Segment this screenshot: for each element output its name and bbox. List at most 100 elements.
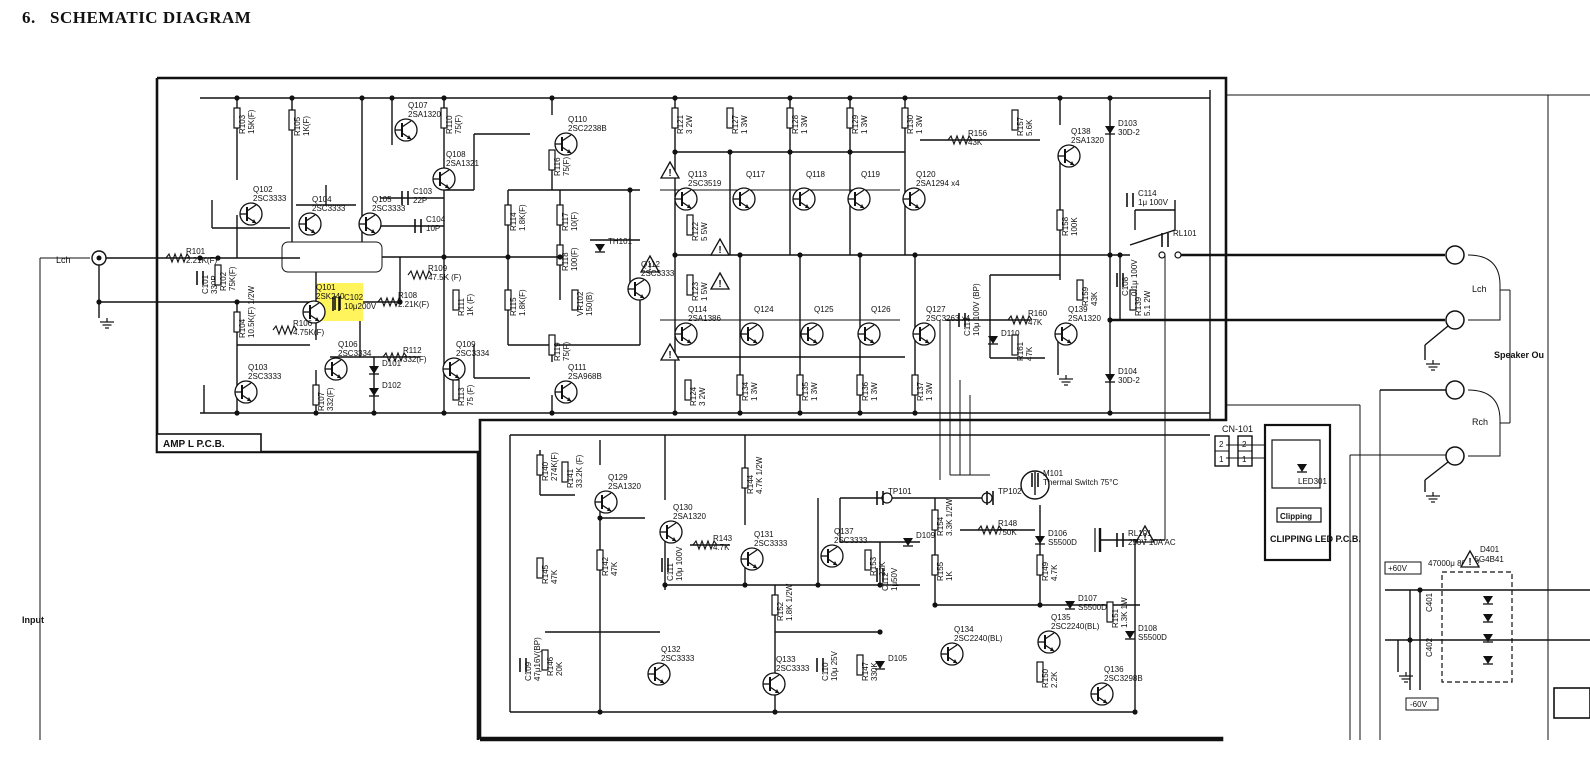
junction-dot bbox=[1107, 252, 1113, 258]
component-label: R11975(F) bbox=[553, 342, 571, 361]
component-ref: R145 bbox=[541, 564, 550, 584]
component-ref: C102 bbox=[344, 293, 364, 302]
component-label: R1575.6K bbox=[1016, 116, 1034, 136]
component-value: 2.2K bbox=[1050, 671, 1059, 688]
component-r137: R1371 3W bbox=[911, 374, 934, 401]
component-value: 3.3K 1/2W bbox=[945, 498, 954, 536]
component-label: R15943K bbox=[1081, 286, 1099, 306]
component-value: 100(F) bbox=[570, 247, 579, 271]
c401-label: C401 bbox=[1425, 592, 1434, 612]
junction-dot bbox=[737, 410, 743, 416]
component-ref: Q113 bbox=[688, 170, 708, 179]
component-ref: C108 bbox=[1121, 276, 1130, 296]
component-value: 22P bbox=[413, 196, 427, 205]
section-number: 6. bbox=[22, 8, 36, 27]
junction-dot bbox=[662, 582, 668, 588]
component-vr102: VR102150(B) bbox=[571, 289, 594, 316]
component-ref: R159 bbox=[1081, 286, 1090, 306]
component-ref: D110 bbox=[1001, 329, 1020, 338]
component-q125: Q125 bbox=[800, 305, 834, 346]
junction-dot bbox=[815, 582, 821, 588]
component-value: 5.6K bbox=[1025, 119, 1034, 136]
transistor-icon bbox=[394, 118, 418, 142]
component-label: C11110μ 100V bbox=[666, 546, 684, 581]
component-q118: Q118 bbox=[792, 170, 826, 211]
component-value: 2SC2240(BL) bbox=[954, 634, 1003, 643]
component-ref: Q127 bbox=[926, 305, 946, 314]
junction-dot bbox=[441, 410, 447, 416]
component-ref: C113 bbox=[963, 317, 972, 336]
component-ref: C101 bbox=[201, 274, 210, 294]
component-value: 2SC3298B bbox=[1104, 674, 1143, 683]
component-value: 4.7K 1/2W bbox=[755, 456, 764, 494]
input-label: Input bbox=[22, 615, 44, 625]
component-value: 2SA1320 bbox=[673, 512, 706, 521]
led301-icon bbox=[1296, 463, 1308, 473]
component-label: R107332(F) bbox=[317, 387, 335, 411]
junction-dot bbox=[557, 254, 563, 260]
component-ref: R152 bbox=[776, 601, 785, 621]
junction-dot bbox=[627, 187, 633, 193]
component-ref: R157 bbox=[1016, 116, 1025, 136]
junction-dot bbox=[441, 254, 447, 260]
component-ref: D108 bbox=[1138, 624, 1158, 633]
component-value: 10.5K(F) 1/2W bbox=[247, 286, 256, 338]
junction-dot bbox=[197, 255, 203, 261]
junction-dot bbox=[505, 254, 511, 260]
component-ref: D107 bbox=[1078, 594, 1098, 603]
component-r123: R1231 5W bbox=[686, 274, 709, 301]
component-label: C1121μ50V bbox=[881, 567, 899, 591]
transistor-icon bbox=[442, 357, 466, 381]
junction-dot bbox=[96, 299, 102, 305]
component-ref: Q103 bbox=[248, 363, 268, 372]
component-value: 1K bbox=[945, 571, 954, 581]
component-ref: C110 bbox=[821, 662, 830, 681]
component-value: 750K bbox=[998, 528, 1017, 537]
ground-icon-2 bbox=[1058, 374, 1074, 386]
component-ref: D106 bbox=[1048, 529, 1068, 538]
transistor-icon bbox=[659, 520, 683, 544]
lch-input-label: Lch bbox=[56, 255, 71, 265]
component-value: 10(F) bbox=[570, 212, 579, 231]
d401-label: D401 bbox=[1480, 545, 1500, 554]
component-ref: D109 bbox=[916, 531, 936, 540]
component-ref: M101 bbox=[1043, 469, 1064, 478]
component-ref: Q108 bbox=[446, 150, 466, 159]
component-value: 1K (F) bbox=[466, 293, 475, 316]
component-label: R1341 3W bbox=[741, 381, 759, 401]
diode-icon bbox=[1124, 630, 1136, 640]
caution-icon bbox=[660, 343, 680, 362]
component-ref: R112 bbox=[403, 346, 422, 355]
component-value: 1.8K(F) bbox=[518, 289, 527, 316]
component-ref: Q139 bbox=[1068, 305, 1088, 314]
component-ref: Q120 bbox=[916, 170, 936, 179]
junction-dot bbox=[1417, 587, 1423, 593]
component-label: R1395.1 2W bbox=[1134, 290, 1152, 316]
junction-dot bbox=[1107, 317, 1113, 323]
component-ref: Q131 bbox=[754, 530, 774, 539]
junction-dot bbox=[857, 410, 863, 416]
component-value: 5.1 2W bbox=[1143, 290, 1152, 316]
component-label: VR102150(B) bbox=[576, 291, 594, 316]
transistor-icon bbox=[847, 187, 871, 211]
component-ref: C104 bbox=[426, 215, 446, 224]
component-label: R1361 3W bbox=[861, 381, 879, 401]
component-ref: R150 bbox=[1041, 668, 1050, 688]
component-value: 10μ 100V bbox=[675, 546, 684, 581]
component-ref: TH101 bbox=[608, 237, 633, 246]
component-r144: R1444.7K 1/2W bbox=[741, 456, 764, 494]
component-r155: R1551K bbox=[931, 554, 954, 581]
component-r128: R1281 3W bbox=[786, 107, 809, 134]
component-label: R10410.5K(F) 1/2W bbox=[238, 286, 256, 338]
